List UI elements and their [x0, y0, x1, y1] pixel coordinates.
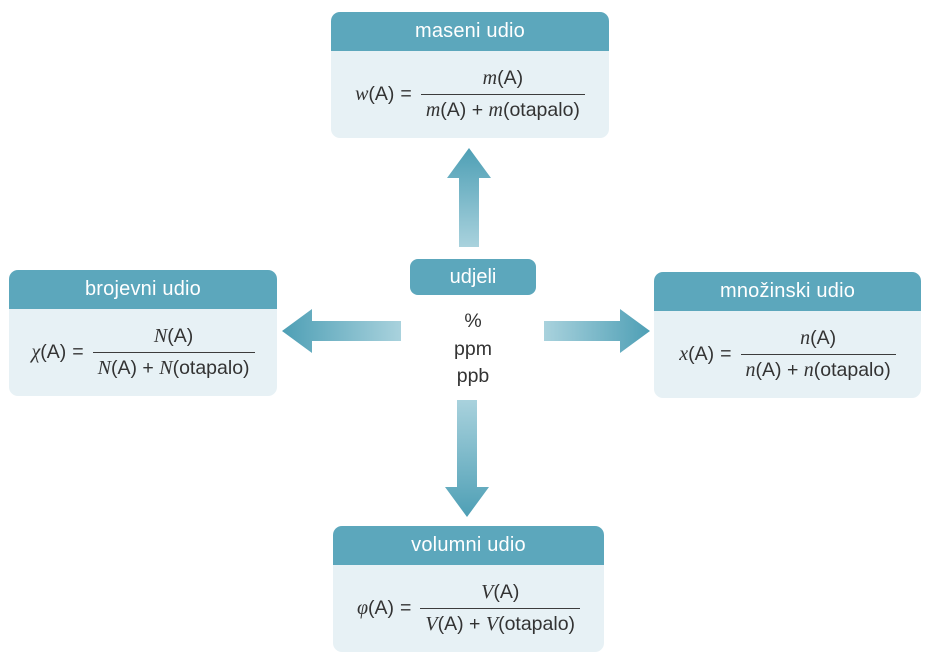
numerator-arg: (A): [497, 67, 524, 89]
fraction: N(A) N(A) + N(otapalo): [92, 325, 255, 380]
lhs-arg: (A): [368, 597, 395, 619]
fraction: V(A) V(A) + V(otapalo): [420, 581, 581, 636]
formula-number-fraction: χ(A) = N(A) N(A) + N(otapalo): [31, 325, 255, 380]
plus-sign: +: [786, 359, 799, 381]
numerator-arg: (A): [167, 325, 194, 347]
arrow-right-icon: [544, 309, 650, 353]
denominator: m(A) + m(otapalo): [420, 94, 585, 122]
hub-label-udjeli: udjeli: [410, 259, 536, 295]
denominator: N(A) + N(otapalo): [92, 352, 255, 380]
arrow-left-icon: [282, 309, 401, 353]
denominator-arg-2: (otapalo): [502, 99, 580, 121]
denominator-symbol-1: m: [425, 99, 441, 121]
plus-sign: +: [469, 613, 481, 635]
lhs-arg: (A): [688, 343, 715, 365]
numerator-arg: (A): [810, 327, 837, 349]
denominator-arg-2: (otapalo): [172, 357, 250, 379]
formula-volume-fraction: φ(A) = V(A) V(A) + V(otapalo): [357, 581, 581, 636]
unit-percent: %: [464, 310, 482, 332]
numerator: m(A): [478, 67, 528, 94]
unit-ppb: ppb: [456, 365, 490, 387]
denominator-symbol-1: n: [745, 359, 756, 381]
fraction: n(A) n(A) + n(otapalo): [740, 327, 896, 382]
formula-lhs: x(A) =: [679, 343, 731, 366]
node-brojevni-udio: brojevni udio χ(A) = N(A) N(A) + N(otapa…: [9, 270, 277, 396]
node-title-brojevni-udio: brojevni udio: [9, 270, 277, 309]
denominator-arg-2: (otapalo): [498, 613, 576, 635]
denominator-symbol-2: n: [803, 359, 814, 381]
numerator: n(A): [795, 327, 841, 354]
denominator-arg-1: (A): [755, 359, 782, 381]
node-title-maseni-udio: maseni udio: [331, 12, 609, 51]
node-title-label: maseni udio: [414, 20, 526, 42]
node-title-label: brojevni udio: [84, 278, 201, 300]
node-volumni-udio: volumni udio φ(A) = V(A) V(A) + V(otapal…: [333, 526, 604, 652]
unit-ppm: ppm: [454, 337, 492, 360]
formula-mole-fraction: x(A) = n(A) n(A) + n(otapalo): [679, 327, 896, 382]
node-body-mnozinski-udio: x(A) = n(A) n(A) + n(otapalo): [654, 311, 921, 398]
plus-sign: +: [471, 99, 484, 121]
denominator-arg-1: (A): [440, 99, 467, 121]
denominator-symbol-2: m: [488, 99, 503, 121]
denominator-symbol-1: N: [97, 357, 111, 379]
node-body-volumni-udio: φ(A) = V(A) V(A) + V(otapalo): [333, 565, 604, 652]
denominator-arg-2: (otapalo): [813, 359, 891, 381]
denominator-arg-1: (A): [437, 613, 464, 635]
denominator-symbol-2: V: [485, 613, 499, 635]
denominator-symbol-1: V: [425, 613, 438, 635]
numerator-arg: (A): [493, 581, 520, 603]
numerator-symbol: V: [481, 581, 494, 603]
lhs-symbol: w: [355, 83, 369, 105]
node-title-volumni-udio: volumni udio: [333, 526, 604, 565]
node-mnozinski-udio: množinski udio x(A) = n(A) n(A) + n(otap…: [654, 272, 921, 398]
node-body-maseni-udio: w(A) = m(A) m(A) + m(otapalo): [331, 51, 609, 138]
fraction: m(A) m(A) + m(otapalo): [420, 67, 585, 122]
hub-label-text: udjeli: [449, 265, 497, 288]
formula-mass-fraction: w(A) = m(A) m(A) + m(otapalo): [355, 67, 585, 122]
numerator-symbol: m: [482, 67, 498, 89]
hub-units-list: % ppm ppb: [410, 308, 536, 391]
node-title-label: množinski udio: [719, 280, 856, 302]
arrow-up-icon: [447, 148, 491, 247]
numerator-symbol: n: [800, 327, 811, 349]
denominator: n(A) + n(otapalo): [740, 354, 896, 382]
lhs-symbol: φ: [356, 597, 369, 619]
numerator: N(A): [149, 325, 198, 352]
node-title-mnozinski-udio: množinski udio: [654, 272, 921, 311]
numerator: V(A): [476, 581, 524, 608]
node-body-brojevni-udio: χ(A) = N(A) N(A) + N(otapalo): [9, 309, 277, 396]
lhs-symbol: χ: [31, 341, 41, 363]
numerator-symbol: N: [153, 325, 168, 347]
denominator-symbol-2: N: [159, 357, 173, 379]
lhs-arg: (A): [368, 83, 395, 105]
equals-sign: =: [400, 597, 412, 619]
denominator-arg-1: (A): [111, 357, 137, 379]
node-maseni-udio: maseni udio w(A) = m(A) m(A) + m(otapalo…: [331, 12, 609, 138]
lhs-symbol: x: [679, 343, 689, 365]
lhs-arg: (A): [40, 341, 67, 363]
denominator: V(A) + V(otapalo): [420, 608, 581, 636]
equals-sign: =: [720, 343, 732, 365]
equals-sign: =: [400, 83, 412, 105]
formula-lhs: φ(A) =: [357, 597, 411, 620]
formula-lhs: χ(A) =: [31, 341, 83, 364]
formula-lhs: w(A) =: [355, 83, 412, 106]
plus-sign: +: [142, 357, 154, 379]
equals-sign: =: [72, 341, 84, 363]
node-title-label: volumni udio: [411, 534, 526, 556]
arrow-down-icon: [445, 400, 489, 517]
